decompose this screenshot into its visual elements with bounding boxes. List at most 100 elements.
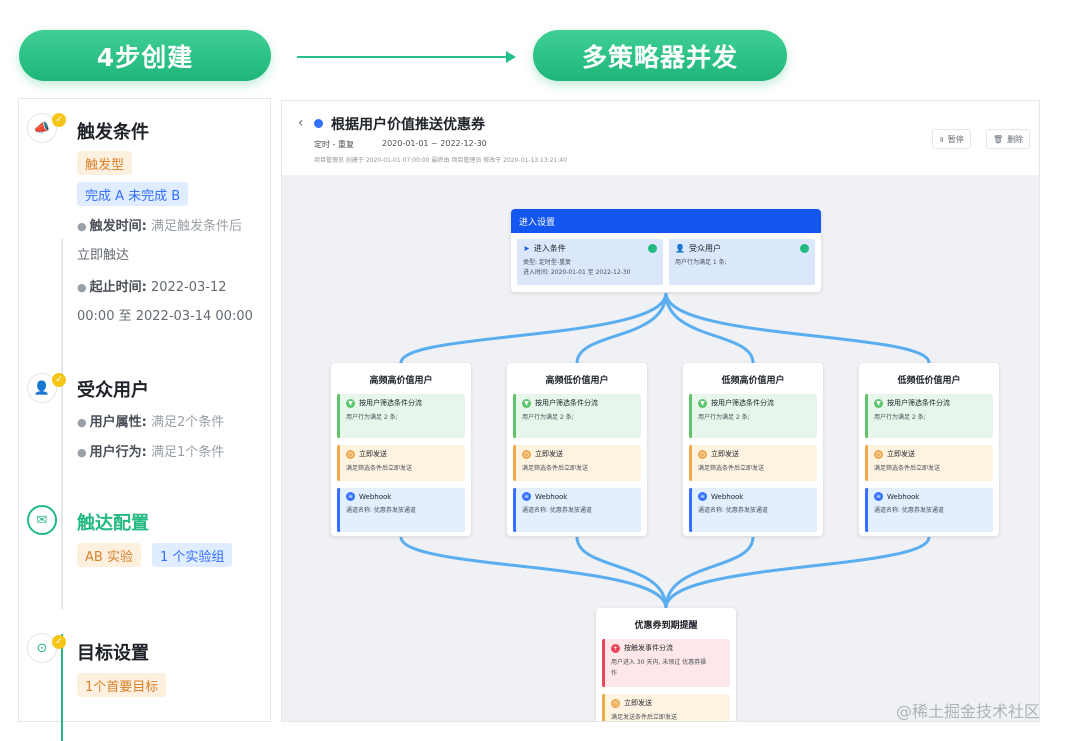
event-block[interactable]: +按触发事件分流 用户进入 30 天内, 未领过 优惠券操 作 <box>602 639 730 687</box>
webhook-line: 通道名称: 优惠券发放通道 <box>874 507 944 514</box>
event-line: 用户进入 30 天内, 未领过 优惠券操 <box>611 659 707 666</box>
check-badge-icon: ✓ <box>52 113 66 127</box>
send-title: 立即发送 <box>624 699 652 707</box>
webhook-block[interactable]: ≡ Webhook 通道名称: 优惠券发放通道 <box>337 488 465 532</box>
mail-icon[interactable]: ✉ <box>27 505 57 535</box>
filter-title: 按用户筛选条件分流 <box>535 399 598 407</box>
step-title-audience[interactable]: 受众用户 <box>77 380 149 401</box>
branch-card[interactable]: 低频低价值用户 ▼按用户筛选条件分流用户行为满足 2 条; ◷立即发送满足筛选条… <box>859 363 999 536</box>
filter-line: 用户行为满足 2 条; <box>698 414 750 421</box>
entry-condition-title: ➤进入条件 <box>523 244 566 253</box>
webhook-line: 通道名称: 优惠券发放通道 <box>522 507 592 514</box>
connector-entry-branch-2 <box>575 292 668 364</box>
entry-audience-box[interactable]: 👤受众用户 用户行为满足 1 条; <box>669 239 815 285</box>
send-block[interactable]: ◷立即发送满足筛选条件后立即发送 <box>337 445 465 481</box>
send-block[interactable]: ◷立即发送满足筛选条件后立即发送 <box>513 445 641 481</box>
tag-ab-test: AB 实验 <box>77 543 141 567</box>
watermark: @稀土掘金技术社区 <box>896 702 1041 721</box>
range-label: 起止时间: <box>89 280 147 295</box>
flow-connectors <box>399 292 931 609</box>
webhook-icon: ≡ <box>346 492 355 501</box>
filter-block[interactable]: ▼ 按用户筛选条件分流用户行为满足 2 条; <box>513 394 641 438</box>
clock-icon: ● <box>77 281 87 294</box>
entry-condition-type: 类型: 定时型-重复 <box>523 259 572 266</box>
step-title-goal[interactable]: 目标设置 <box>77 643 149 664</box>
send-title: 立即发送 <box>535 450 563 458</box>
webhook-block[interactable]: ≡ Webhook 通道名称: 优惠券发放通道 <box>513 488 641 532</box>
filter-block[interactable]: ▼按用户筛选条件分流用户行为满足 2 条; <box>865 394 993 438</box>
clock-icon: ◷ <box>346 449 355 459</box>
entry-settings-card[interactable]: 进入设置 ➤进入条件 类型: 定时型-重复 进入时间: 2020-01-01 至… <box>511 209 821 292</box>
attr-label: 用户属性: <box>89 415 147 430</box>
step-title-delivery[interactable]: 触达配置 <box>77 513 149 534</box>
branch-card[interactable]: 低频高价值用户 ▼按用户筛选条件分流用户行为满足 2 条; ◷立即发送满足筛选条… <box>683 363 823 536</box>
filter-line: 用户行为满足 2 条; <box>522 414 574 421</box>
pause-button[interactable]: ॥ 暂停 <box>932 129 971 149</box>
attr-value: 满足2个条件 <box>150 415 225 430</box>
event-icon: + <box>611 643 620 653</box>
step-create-pill: 4步创建 <box>19 30 271 81</box>
range-row: ●起止时间: 2022-03-12 <box>77 276 227 295</box>
user-icon: 👤 <box>675 244 685 253</box>
send-line: 满足筛选条件后立即发送 <box>698 465 765 472</box>
behavior-label: 用户行为: <box>89 445 147 460</box>
filter-icon: ▼ <box>874 398 883 408</box>
status-dot-icon <box>314 119 323 128</box>
webhook-title: Webhook <box>711 492 744 501</box>
filter-block[interactable]: ▼按用户筛选条件分流用户行为满足 2 条; <box>689 394 817 438</box>
audience-behavior-row: ●用户行为: 满足1个条件 <box>77 441 224 460</box>
behavior-value: 满足1个条件 <box>150 445 225 460</box>
webhook-icon: ≡ <box>874 492 883 501</box>
tag-trigger-condition: 完成 A 未完成 B <box>77 182 189 206</box>
webhook-icon: ≡ <box>522 492 531 501</box>
branch-card[interactable]: 高频高价值用户 ▼按用户筛选条件分流用户行为满足 2 条; ◷立即发送满足筛选条… <box>331 363 471 536</box>
check-icon <box>648 244 657 253</box>
trigger-time-value: 满足触发条件后 <box>150 219 242 234</box>
delete-label: 删除 <box>1007 134 1024 144</box>
filter-title: 按用户筛选条件分流 <box>887 399 950 407</box>
pause-icon: ॥ <box>939 134 944 144</box>
branch-card[interactable]: 高频低价值用户 ▼按用户筛选条件分流用户行为满足 2 条; ◷立即发送满足筛选条… <box>507 363 647 536</box>
filter-block[interactable]: ▼按用户筛选条件分流用户行为满足 2 条; <box>337 394 465 438</box>
behavior-icon: ● <box>77 446 87 459</box>
webhook-block[interactable]: ≡ Webhook 通道名称: 优惠券发放通道 <box>865 488 993 532</box>
clock-icon: ◷ <box>874 449 883 459</box>
webhook-line: 通道名称: 优惠券发放通道 <box>346 507 416 514</box>
user-icon[interactable]: 👤 <box>27 373 57 403</box>
tag-trigger-type: 触发型 <box>77 151 133 175</box>
entry-condition-box[interactable]: ➤进入条件 类型: 定时型-重复 进入时间: 2020-01-01 至 2022… <box>517 239 663 285</box>
canvas-title: 根据用户价值推送优惠券 <box>331 117 485 133</box>
webhook-title: Webhook <box>359 492 392 501</box>
check-badge-icon: ✓ <box>52 635 66 649</box>
canvas-meta: 项目管理员 创建于 2020-01-01 07:00:00 最终由 项目管理员 … <box>314 157 567 164</box>
delete-button[interactable]: 🗑 删除 <box>986 129 1031 149</box>
target-icon[interactable]: ⊙ <box>27 633 57 663</box>
send-block[interactable]: ◷立即发送满足筛选条件后立即发送 <box>689 445 817 481</box>
trigger-time-value-cont: 立即触达 <box>77 248 130 263</box>
range-value-cont: 00:00 至 2022-03-14 00:00 <box>77 309 253 324</box>
send-block[interactable]: ◷ 立即发送满足筛选条件后立即发送 <box>865 445 993 481</box>
clock-icon: ◷ <box>522 449 531 459</box>
schedule-type: 定时 - 重复 <box>314 140 354 149</box>
coupon-reminder-card[interactable]: 优惠券到期提醒 +按触发事件分流 用户进入 30 天内, 未领过 优惠券操 作 … <box>596 608 736 721</box>
step-title-trigger[interactable]: 触发条件 <box>77 122 149 143</box>
pause-label: 暂停 <box>947 134 964 144</box>
connector-branch-3-final <box>664 536 755 609</box>
check-badge-icon: ✓ <box>52 373 66 387</box>
back-icon[interactable]: ‹ <box>298 115 304 131</box>
arrow-head-icon <box>506 51 516 63</box>
trigger-time-row: ●触发时间: 满足触发条件后 <box>77 215 242 234</box>
filter-icon: ▼ <box>522 398 531 408</box>
webhook-title: Webhook <box>535 492 568 501</box>
final-title: 优惠券到期提醒 <box>634 621 698 631</box>
webhook-title: Webhook <box>887 492 920 501</box>
send-title: 立即发送 <box>887 450 915 458</box>
filter-title: 按用户筛选条件分流 <box>359 399 422 407</box>
send-line: 满足筛选条件后立即发送 <box>346 465 413 472</box>
branch-title: 低频低价值用户 <box>897 376 961 386</box>
send-icon: ➤ <box>523 244 530 253</box>
send-line: 满足筛选条件后立即发送 <box>874 465 941 472</box>
send-block[interactable]: ◷立即发送满足发送条件后立即发送 <box>602 694 730 721</box>
strategy-canvas: ‹ 根据用户价值推送优惠券 定时 - 重复 2020-01-01 ~ 2022-… <box>281 100 1040 722</box>
